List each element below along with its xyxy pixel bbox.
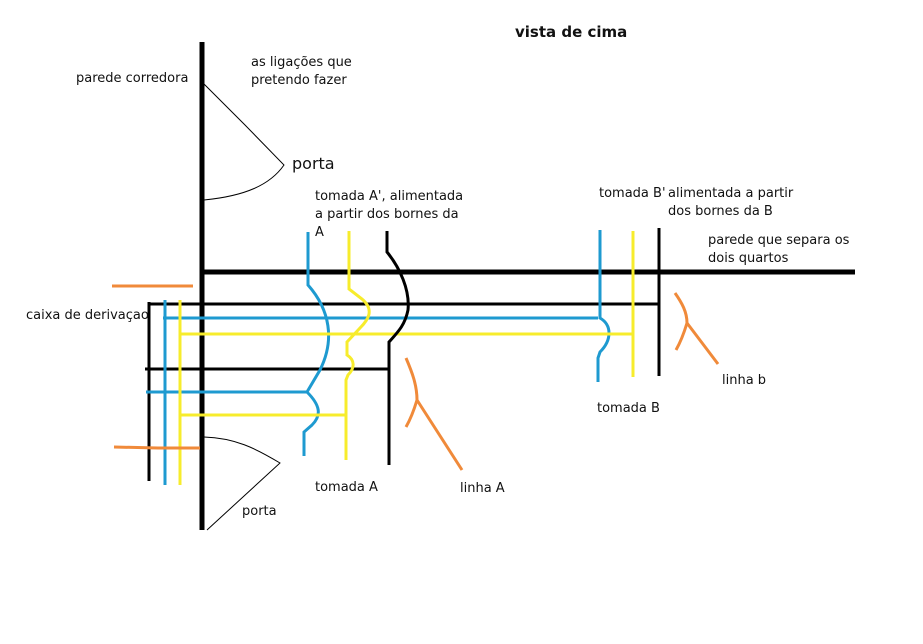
blue-wire-tomada-b bbox=[596, 230, 611, 382]
diagram-title: vista de cima bbox=[515, 23, 628, 41]
label-tomada-a-prime-line3: A bbox=[315, 225, 324, 240]
label-parede-separa-line1: parede que separa os bbox=[708, 233, 850, 248]
label-porta-bottom: porta bbox=[242, 504, 277, 519]
label-tomada-a-prime-line2: a partir dos bornes da bbox=[315, 207, 459, 222]
door-top-swing bbox=[203, 83, 285, 201]
black-wire-tomada-a-prime bbox=[385, 231, 410, 465]
label-tomada-a: tomada A bbox=[315, 480, 378, 495]
door-bottom-swing bbox=[203, 436, 281, 531]
blue-wire-tomada-a-prime bbox=[302, 232, 331, 456]
label-parede-separa-line2: dois quartos bbox=[708, 251, 789, 266]
label-caixa-derivacao: caixa de derivaçao bbox=[26, 308, 149, 323]
label-ligacoes-line1: as ligações que bbox=[251, 55, 352, 70]
label-tomada-b: tomada B bbox=[597, 401, 660, 416]
label-tomada-b-prime: tomada B' bbox=[599, 186, 666, 201]
label-alimentada-b-line2: dos bornes da B bbox=[668, 204, 773, 219]
label-linha-a: linha A bbox=[460, 481, 505, 496]
linha-a-symbol bbox=[404, 357, 464, 471]
label-alimentada-b-line1: alimentada a partir bbox=[668, 186, 794, 201]
linha-b-symbol bbox=[673, 292, 720, 365]
label-ligacoes-line2: pretendo fazer bbox=[251, 73, 347, 88]
label-parede-corredora: parede corredora bbox=[76, 71, 189, 86]
yellow-wire-tomada-a-prime bbox=[344, 231, 371, 460]
label-tomada-a-prime-line1: tomada A', alimentada bbox=[315, 189, 464, 204]
label-linha-b: linha b bbox=[722, 373, 767, 388]
label-porta-top: porta bbox=[292, 154, 335, 173]
orange-line-bottom bbox=[113, 445, 200, 450]
